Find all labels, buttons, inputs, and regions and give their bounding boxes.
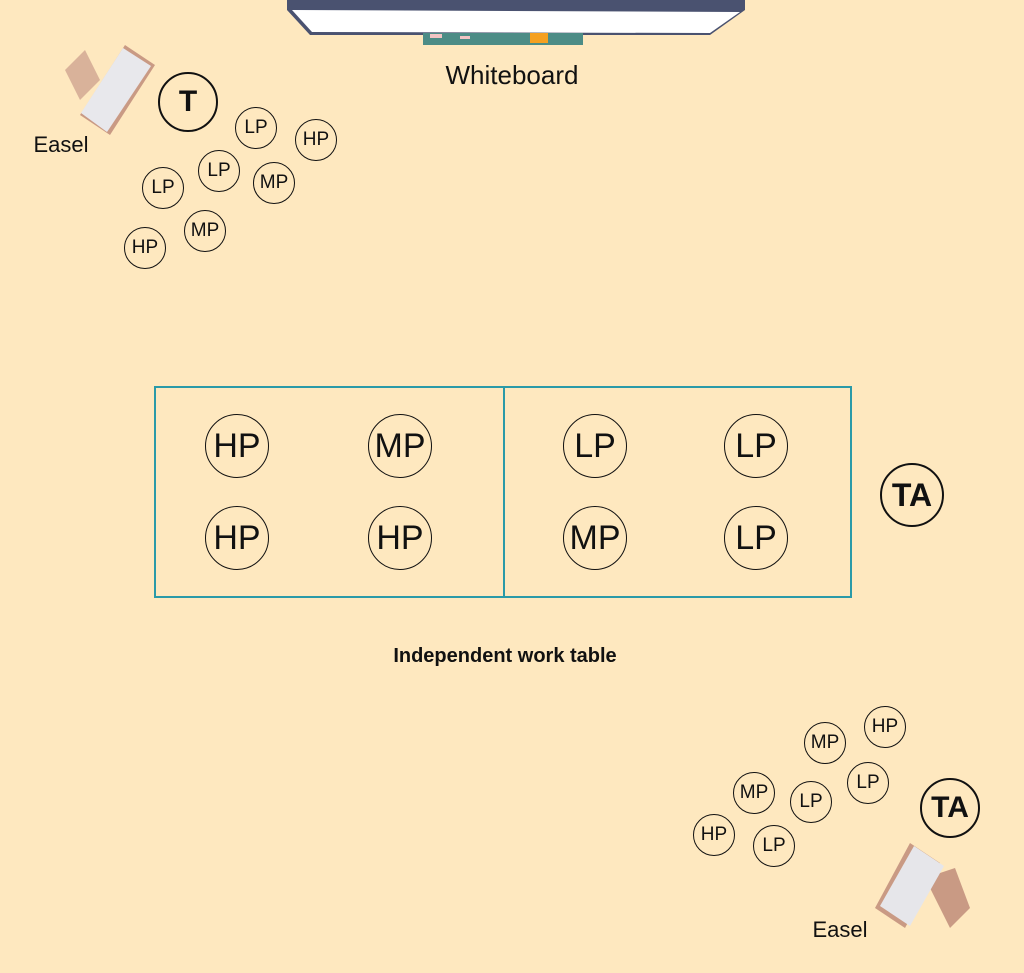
easel-label-top: Easel: [33, 132, 89, 157]
table-seat: HP: [368, 506, 432, 570]
easel-label-bottom: Easel: [812, 917, 868, 942]
table-seat: LP: [563, 414, 627, 478]
student-marker: MP: [733, 772, 775, 814]
table-divider: [503, 388, 505, 596]
table-seat: MP: [368, 414, 432, 478]
student-marker: HP: [124, 227, 166, 269]
easel-icon: [875, 843, 970, 928]
whiteboard-icon: [287, 0, 745, 45]
student-marker: LP: [790, 781, 832, 823]
table-seat: LP: [724, 506, 788, 570]
student-marker: HP: [295, 119, 337, 161]
whiteboard-label: Whiteboard: [445, 60, 579, 90]
table-seat: HP: [205, 506, 269, 570]
independent-work-table: [154, 386, 852, 598]
student-marker: LP: [235, 107, 277, 149]
student-marker: MP: [184, 210, 226, 252]
ta-marker: TA: [920, 778, 980, 838]
student-marker: MP: [804, 722, 846, 764]
table-seat: LP: [724, 414, 788, 478]
student-marker: LP: [847, 762, 889, 804]
table-ta-marker: TA: [880, 463, 944, 527]
student-marker: HP: [864, 706, 906, 748]
table-label: Independent work table: [393, 645, 617, 667]
student-marker: LP: [142, 167, 184, 209]
student-marker: MP: [253, 162, 295, 204]
student-marker: HP: [693, 814, 735, 856]
table-seat: HP: [205, 414, 269, 478]
easel-icon: [65, 45, 155, 135]
student-marker: LP: [198, 150, 240, 192]
table-seat: MP: [563, 506, 627, 570]
teacher-marker: T: [158, 72, 218, 132]
student-marker: LP: [753, 825, 795, 867]
